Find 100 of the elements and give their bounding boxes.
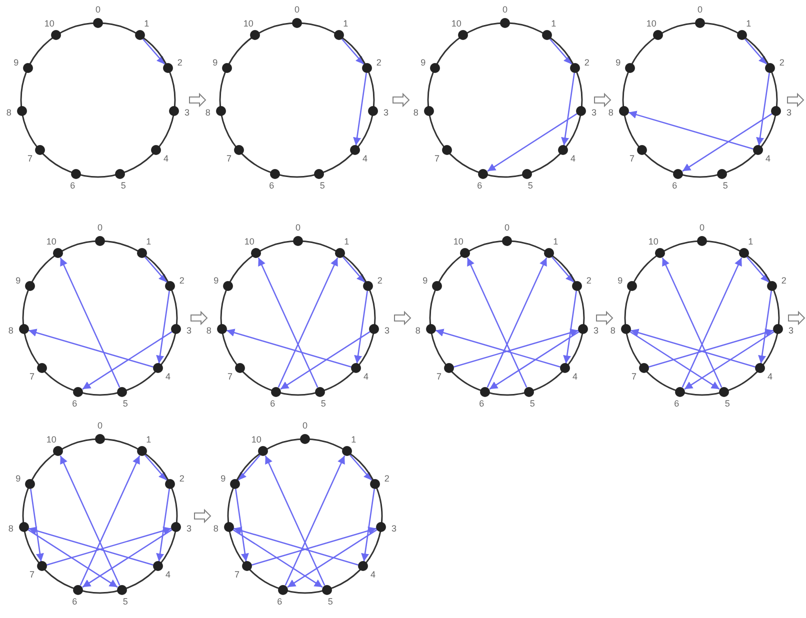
point-number: 7 (434, 154, 440, 164)
point-number: 5 (320, 182, 325, 191)
point-number: 10 (251, 436, 262, 445)
point-number: 8 (415, 326, 420, 336)
point-number: 5 (122, 598, 128, 607)
arrow (264, 456, 326, 586)
arrow (28, 328, 154, 368)
point-number: 1 (144, 20, 150, 29)
point-number: 5 (724, 400, 730, 409)
arrow (662, 258, 722, 388)
point-number: 8 (8, 524, 14, 534)
point-number: 1 (344, 238, 350, 247)
arrow (549, 38, 572, 65)
point-number: 7 (29, 570, 34, 580)
arrow (30, 488, 44, 562)
point-number: 0 (98, 224, 102, 232)
arrow (233, 526, 359, 566)
point-number: 6 (479, 400, 484, 409)
point-number: 4 (164, 154, 168, 164)
point-number: 6 (277, 598, 282, 607)
arrow (563, 290, 577, 364)
point-number: 9 (14, 58, 19, 68)
point-number: 9 (422, 276, 428, 286)
arrow (628, 110, 754, 150)
arrow (551, 256, 574, 283)
point-number: 5 (722, 182, 728, 191)
point-number: 6 (70, 182, 76, 191)
point-number: 8 (610, 326, 616, 336)
point-number: 9 (16, 474, 21, 484)
arrow (251, 526, 377, 566)
point-number: 2 (584, 58, 590, 68)
point-number: 0 (294, 6, 300, 14)
arrow (744, 38, 768, 65)
point-number: 3 (184, 108, 190, 118)
point-number: 8 (213, 524, 218, 534)
arrow (284, 456, 346, 586)
arrow (80, 456, 140, 586)
point-number: 3 (592, 108, 597, 118)
arrow (258, 258, 318, 388)
point-number: 4 (768, 372, 772, 382)
point-number: 2 (179, 474, 184, 484)
arrow (746, 256, 770, 283)
point-number: 7 (631, 372, 636, 382)
point-number: 8 (608, 108, 614, 118)
point-number: 8 (206, 326, 212, 336)
point-number: 1 (553, 238, 558, 247)
arrow (684, 331, 774, 390)
point-number: 6 (72, 598, 78, 607)
point-number: 5 (120, 182, 126, 191)
point-number: 4 (572, 372, 578, 382)
arrow (349, 454, 372, 481)
point-number: 3 (786, 108, 792, 118)
point-number: 1 (146, 436, 152, 445)
arrow (630, 331, 720, 390)
point-number: 10 (646, 20, 656, 29)
arrow (489, 331, 580, 390)
arrow (46, 526, 172, 566)
point-number: 9 (220, 474, 226, 484)
arrow (682, 258, 742, 388)
point-number: 3 (594, 326, 599, 336)
arrow (758, 290, 772, 364)
arrow (280, 331, 370, 390)
point-number: 5 (528, 182, 533, 191)
point-number: 1 (746, 20, 752, 29)
point-number: 9 (212, 58, 218, 68)
arrow (682, 113, 772, 172)
arrow (561, 72, 575, 146)
point-number: 3 (384, 108, 389, 118)
arrow (235, 488, 249, 562)
point-number: 5 (122, 400, 128, 409)
point-number: 10 (244, 238, 254, 247)
point-number: 2 (781, 276, 786, 286)
point-number: 10 (648, 238, 658, 247)
point-number: 1 (748, 238, 754, 247)
point-number: 1 (551, 20, 556, 29)
point-number: 8 (205, 108, 210, 118)
block-arrow (594, 92, 612, 108)
arrow (28, 526, 154, 566)
point-number: 7 (234, 570, 240, 580)
point-number: 4 (766, 154, 770, 164)
point-number: 10 (46, 436, 56, 445)
point-number: 2 (177, 58, 182, 68)
point-number: 10 (46, 238, 56, 247)
arrow (361, 488, 375, 562)
point-number: 9 (420, 58, 426, 68)
block-arrow (787, 92, 804, 108)
point-number: 0 (98, 422, 102, 430)
point-number: 4 (362, 154, 368, 164)
point-number: 2 (179, 276, 184, 286)
arrow (341, 38, 364, 65)
arrow (342, 256, 366, 283)
point-number: 3 (186, 524, 192, 534)
point-number: 1 (343, 20, 348, 29)
point-number: 4 (370, 570, 376, 580)
arrow (435, 328, 561, 368)
point-number: 3 (392, 524, 397, 534)
arrow (232, 529, 323, 588)
arrow (60, 258, 120, 388)
point-number: 1 (146, 238, 152, 247)
point-number: 10 (451, 20, 462, 29)
